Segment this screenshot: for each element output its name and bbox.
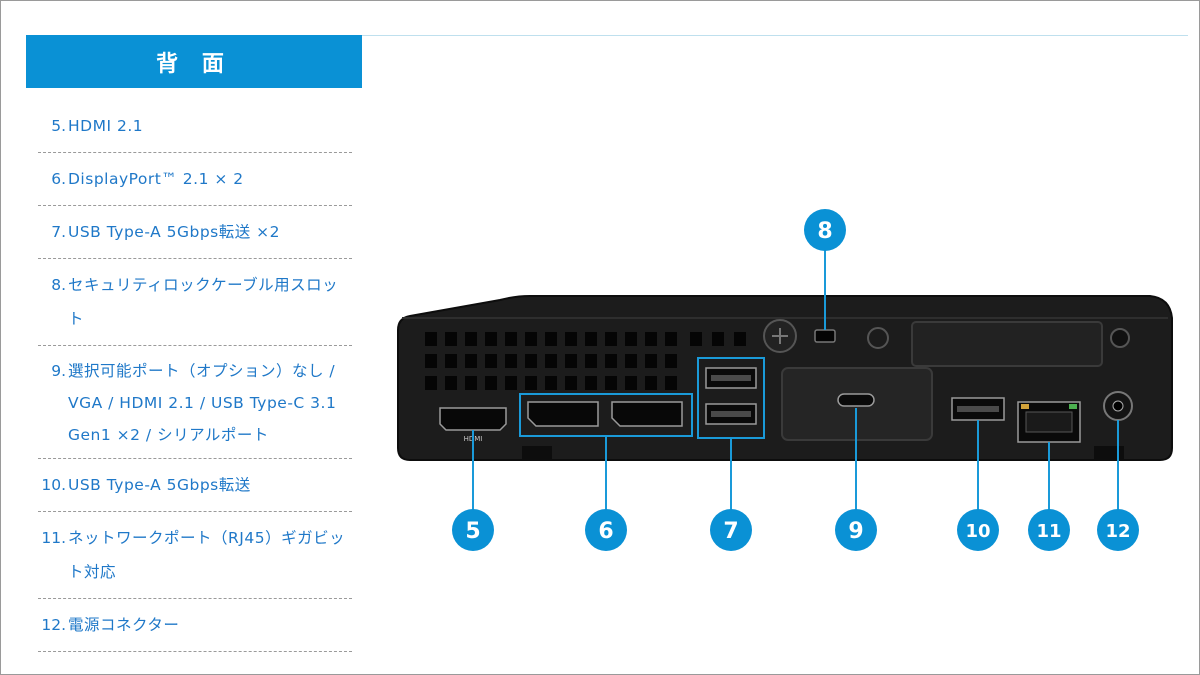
spec-item: 11. ネットワークポート（RJ45）ギガビット対応 — [38, 512, 352, 599]
callout-number: 7 — [723, 519, 738, 544]
spec-number: 11. — [41, 529, 66, 547]
header-rule — [362, 35, 1188, 36]
callout-9: 9 — [835, 509, 877, 551]
spec-item: 5. HDMI 2.1 — [38, 100, 352, 153]
section-header: 背 面 — [26, 35, 362, 88]
power-connector — [1103, 328, 1133, 421]
vent-grid — [425, 332, 746, 390]
callout-11: 11 — [1028, 509, 1070, 551]
spec-text: セキュリティロックケーブル用スロット — [68, 276, 339, 328]
spec-number: 12. — [41, 616, 66, 634]
spec-list: 5. HDMI 2.1 6. DisplayPort™ 2.1 × 2 7. U… — [38, 100, 352, 652]
callout-8: 8 — [804, 209, 846, 251]
foot-right — [1094, 446, 1124, 460]
expansion-cover — [911, 321, 1103, 367]
security-lock-slot — [814, 329, 836, 343]
spec-item: 10. USB Type-A 5Gbps転送 — [38, 459, 352, 512]
callout-12: 12 — [1097, 509, 1139, 551]
callout-number: 11 — [1036, 521, 1061, 542]
spec-number: 6. — [51, 170, 66, 188]
spec-text: 選択可能ポート（オプション）なし / VGA / HDMI 2.1 / USB … — [68, 362, 337, 444]
rj45-port — [1017, 401, 1081, 443]
option-port-panel — [781, 367, 933, 441]
spec-number: 10. — [41, 476, 66, 494]
callout-7: 7 — [710, 509, 752, 551]
spec-item: 7. USB Type-A 5Gbps転送 ×2 — [38, 206, 352, 259]
spec-item: 6. DisplayPort™ 2.1 × 2 — [38, 153, 352, 206]
leader-lines — [472, 250, 1119, 512]
spec-text: USB Type-A 5Gbps転送 ×2 — [68, 223, 281, 241]
spec-text: DisplayPort™ 2.1 × 2 — [68, 170, 244, 188]
spec-item: 9. 選択可能ポート（オプション）なし / VGA / HDMI 2.1 / U… — [38, 346, 352, 459]
callout-number: 5 — [465, 519, 480, 544]
section-title: 背 面 — [156, 51, 232, 77]
usb-a-ports — [697, 357, 765, 439]
spec-text: ネットワークポート（RJ45）ギガビット対応 — [68, 529, 346, 581]
pc-rear-illustration: HDMI — [397, 209, 1173, 551]
thumbscrew — [763, 319, 797, 353]
callout-10: 10 — [957, 509, 999, 551]
callout-number: 6 — [598, 519, 613, 544]
lock-hole-icon — [867, 327, 889, 349]
spec-text: HDMI 2.1 — [68, 117, 144, 135]
spec-text: USB Type-A 5Gbps転送 — [68, 476, 251, 494]
usb-a-port-single — [951, 397, 1005, 421]
spec-number: 7. — [51, 223, 66, 241]
spec-item: 12. 電源コネクター — [38, 599, 352, 652]
callout-5: 5 — [452, 509, 494, 551]
spec-text: 電源コネクター — [68, 616, 180, 634]
callout-number: 9 — [848, 519, 863, 544]
callout-number: 10 — [965, 521, 990, 542]
foot-left — [522, 446, 552, 460]
spec-item: 8. セキュリティロックケーブル用スロット — [38, 259, 352, 346]
spec-number: 5. — [51, 117, 66, 135]
spec-number: 8. — [51, 276, 66, 294]
spec-number: 9. — [51, 362, 66, 380]
callout-number: 8 — [817, 219, 832, 244]
callout-number: 12 — [1105, 521, 1130, 542]
callout-6: 6 — [585, 509, 627, 551]
